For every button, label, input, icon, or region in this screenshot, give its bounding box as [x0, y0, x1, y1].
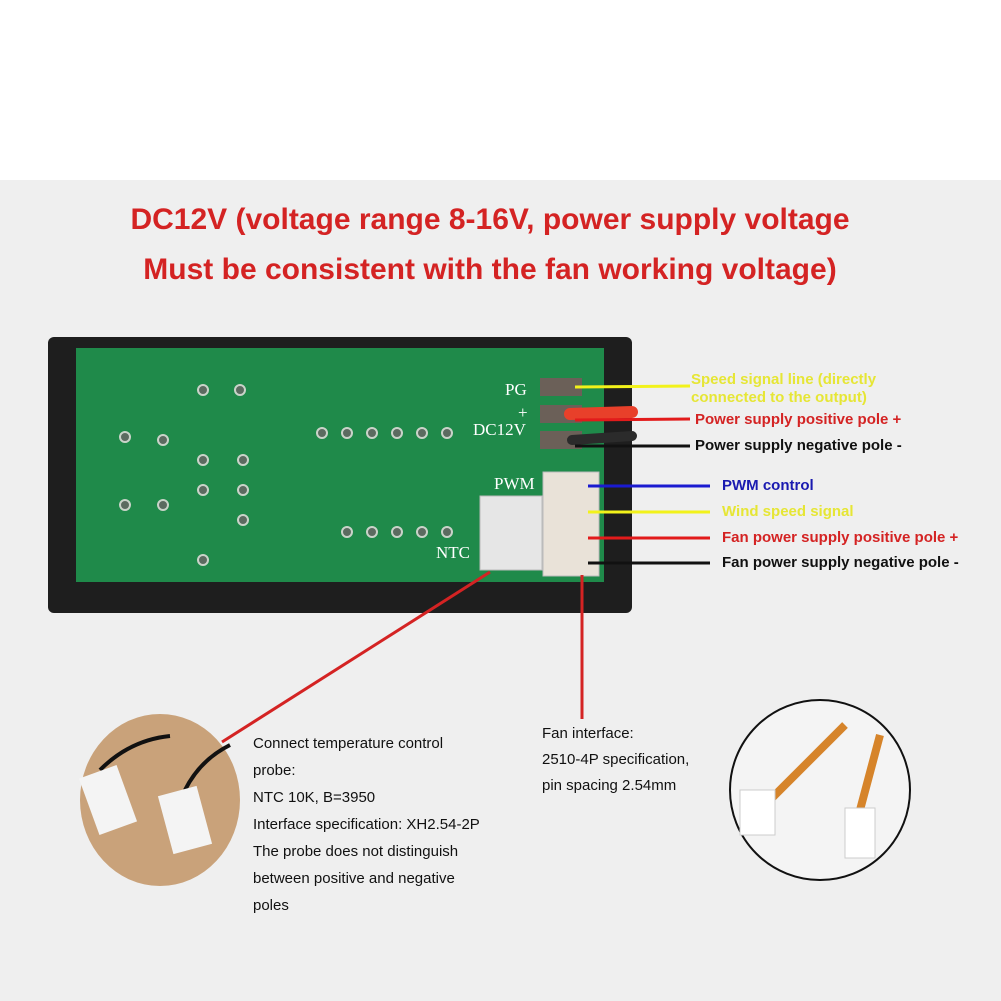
solder-pads: [119, 384, 453, 566]
pin-label-speed-1: Speed signal line (directly: [691, 371, 877, 388]
black-wire: [567, 431, 637, 445]
pin-label-pwm: PWM control: [722, 477, 814, 494]
label-plus: +: [518, 403, 528, 422]
pin-label-power-negative: Power supply negative pole -: [695, 437, 902, 454]
pin-label-power-positive: Power supply positive pole +: [695, 411, 902, 428]
label-ntc: NTC: [436, 543, 470, 562]
title-line-1: DC12V (voltage range 8-16V, power supply…: [130, 203, 850, 236]
title-line-2: Must be consistent with the fan working …: [143, 253, 837, 286]
label-pwm: PWM: [494, 474, 535, 493]
pin-label-fan-negative: Fan power supply negative pole -: [722, 554, 959, 571]
fan-connector: [542, 471, 600, 577]
pin-label-wind-speed: Wind speed signal: [722, 503, 854, 520]
probe-description: Connect temperature control probe: NTC 1…: [253, 735, 480, 914]
label-dc12v: DC12V: [473, 420, 526, 439]
pin-label-speed-2: connected to the output): [691, 389, 867, 406]
ntc-connector: [479, 495, 543, 571]
label-pg: PG: [505, 380, 527, 399]
red-wire: [564, 406, 638, 420]
pin-label-fan-positive: Fan power supply positive pole +: [722, 529, 959, 546]
fan-description: Fan interface: 2510-4P specification, pi…: [542, 725, 690, 794]
